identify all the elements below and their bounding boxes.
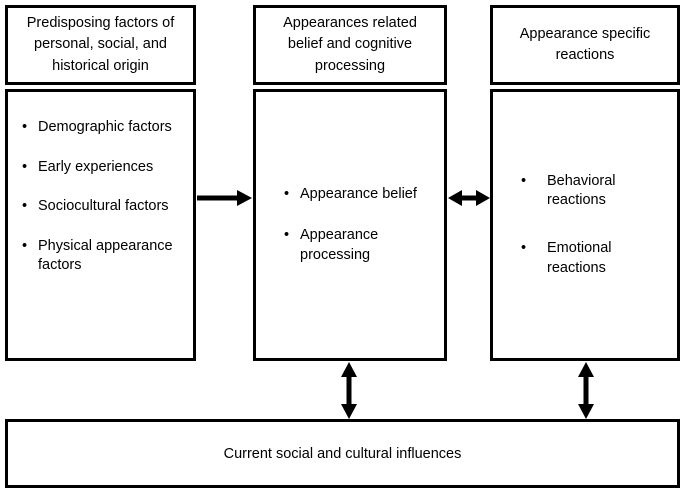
list-item: • Behavioral reactions [521, 172, 671, 211]
footer-box-current-influences: Current social and cultural influences [5, 419, 680, 488]
header-line-1: Appearances related [283, 15, 417, 32]
bullet-list-predisposing: • Demographic factors • Early experience… [8, 92, 193, 296]
list-item: • Emotional reactions [521, 239, 671, 278]
header-line-2: reactions [555, 47, 615, 63]
bullet-list-appearance-belief: • Appearance belief • Appearance process… [256, 185, 444, 266]
header-line-1: Appearance specific [519, 25, 651, 42]
arrow-left-to-middle [197, 190, 252, 206]
list-item: • Early experiences [22, 158, 187, 178]
list-item: • Appearance belief [284, 185, 438, 205]
bullet-dot-icon: • [284, 185, 290, 202]
header-box-predisposing: Predisposing factors of personal, social… [5, 5, 196, 85]
arrow-right-to-footer [578, 362, 594, 419]
list-item: • Sociocultural factors [22, 197, 187, 217]
list-item-label: Early experiences [38, 158, 154, 175]
bullet-list-appearance-reactions: • Behavioral reactions • Emotional react… [493, 172, 677, 278]
arrow-middle-to-footer [341, 362, 357, 419]
body-box-predisposing: • Demographic factors • Early experience… [5, 89, 196, 361]
list-item: • Demographic factors [22, 118, 187, 138]
header-line-3: processing [314, 57, 386, 74]
list-item-label: Behavioral reactions [547, 172, 616, 209]
list-item-label: Sociocultural factors [38, 198, 169, 215]
list-item: • Appearance processing [284, 226, 438, 265]
header-line-2: personal, social, and [34, 36, 167, 53]
body-box-appearance-reactions: • Behavioral reactions • Emotional react… [490, 89, 680, 361]
body-box-appearance-belief: • Appearance belief • Appearance process… [253, 89, 447, 361]
list-item-label: Physical appearance factors [38, 237, 173, 274]
bullet-dot-icon: • [284, 227, 290, 244]
header-text-appearance-belief: Appearances related belief and cognitive… [273, 13, 427, 76]
arrow-middle-to-right [448, 190, 490, 206]
header-text-appearance-reactions: Appearance specific reactions [510, 24, 661, 66]
list-item-label: Appearance processing [300, 227, 379, 263]
bullet-dot-icon: • [22, 198, 28, 215]
bullet-dot-icon: • [22, 237, 28, 254]
list-item: • Physical appearance factors [22, 237, 187, 276]
list-item-label: Appearance belief [300, 185, 417, 202]
bullet-dot-icon: • [22, 119, 28, 135]
header-text-predisposing: Predisposing factors of personal, social… [17, 13, 185, 76]
header-box-appearance-reactions: Appearance specific reactions [490, 5, 680, 85]
header-box-appearance-belief: Appearances related belief and cognitive… [253, 5, 447, 85]
bullet-dot-icon: • [521, 240, 527, 256]
footer-label: Current social and cultural influences [223, 445, 462, 462]
header-line-1: Predisposing factors of [26, 15, 175, 32]
header-line-3: historical origin [52, 57, 149, 74]
list-item-label: Demographic factors [38, 119, 172, 135]
bullet-dot-icon: • [22, 158, 28, 175]
header-line-2: belief and cognitive [287, 36, 413, 53]
list-item-label: Emotional reactions [547, 240, 612, 276]
bullet-dot-icon: • [521, 172, 527, 189]
